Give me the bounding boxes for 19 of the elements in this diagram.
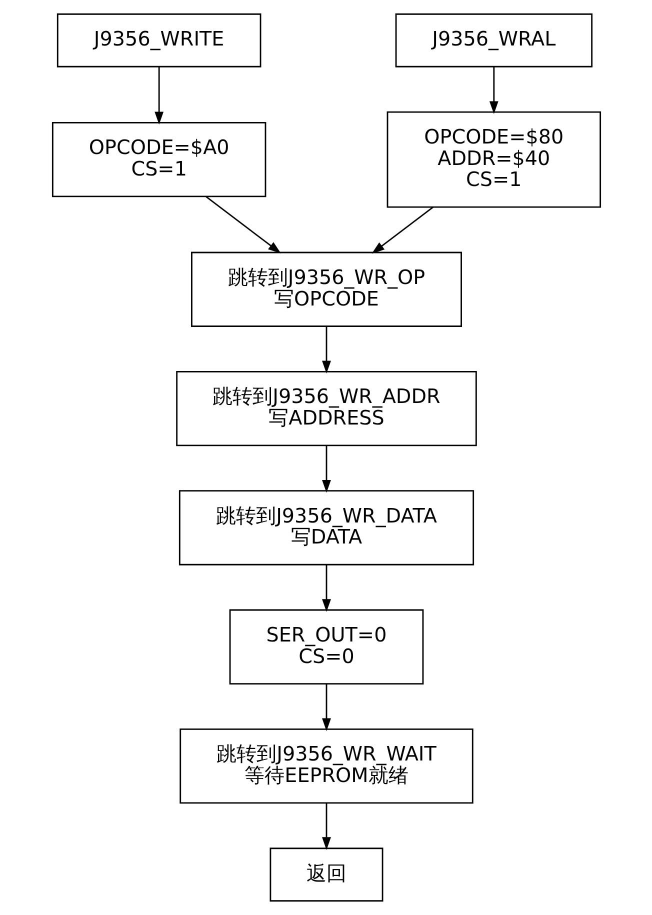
arrow — [154, 67, 164, 124]
node-box: 跳转到J9356_WR_DATA 写DATA — [178, 490, 474, 566]
node-box: J9356_WRITE — [56, 13, 261, 68]
arrow — [488, 67, 498, 114]
node-box: 跳转到J9356_WR_WAIT 等待EEPROM就绪 — [179, 728, 473, 804]
arrow — [322, 684, 330, 732]
node-box: 跳转到J9356_WR_ADDR 写ADDRESS — [176, 370, 476, 446]
node-box: SER_OUT=0 CS=0 — [228, 609, 424, 684]
node-box: 跳转到J9356_WR_OP 写OPCODE — [190, 252, 462, 327]
arrow — [322, 803, 330, 850]
arrow — [322, 446, 330, 493]
node-box: J9356_WRAL — [394, 13, 592, 68]
node-box: OPCODE=$A0 CS=1 — [51, 122, 266, 198]
arrow — [322, 564, 330, 612]
node-box: 返回 — [269, 848, 383, 902]
node-box: OPCODE=$80 ADDR=$40 CS=1 — [386, 111, 601, 208]
arrow — [371, 206, 433, 254]
arrow — [322, 326, 330, 374]
arrow — [205, 196, 280, 254]
